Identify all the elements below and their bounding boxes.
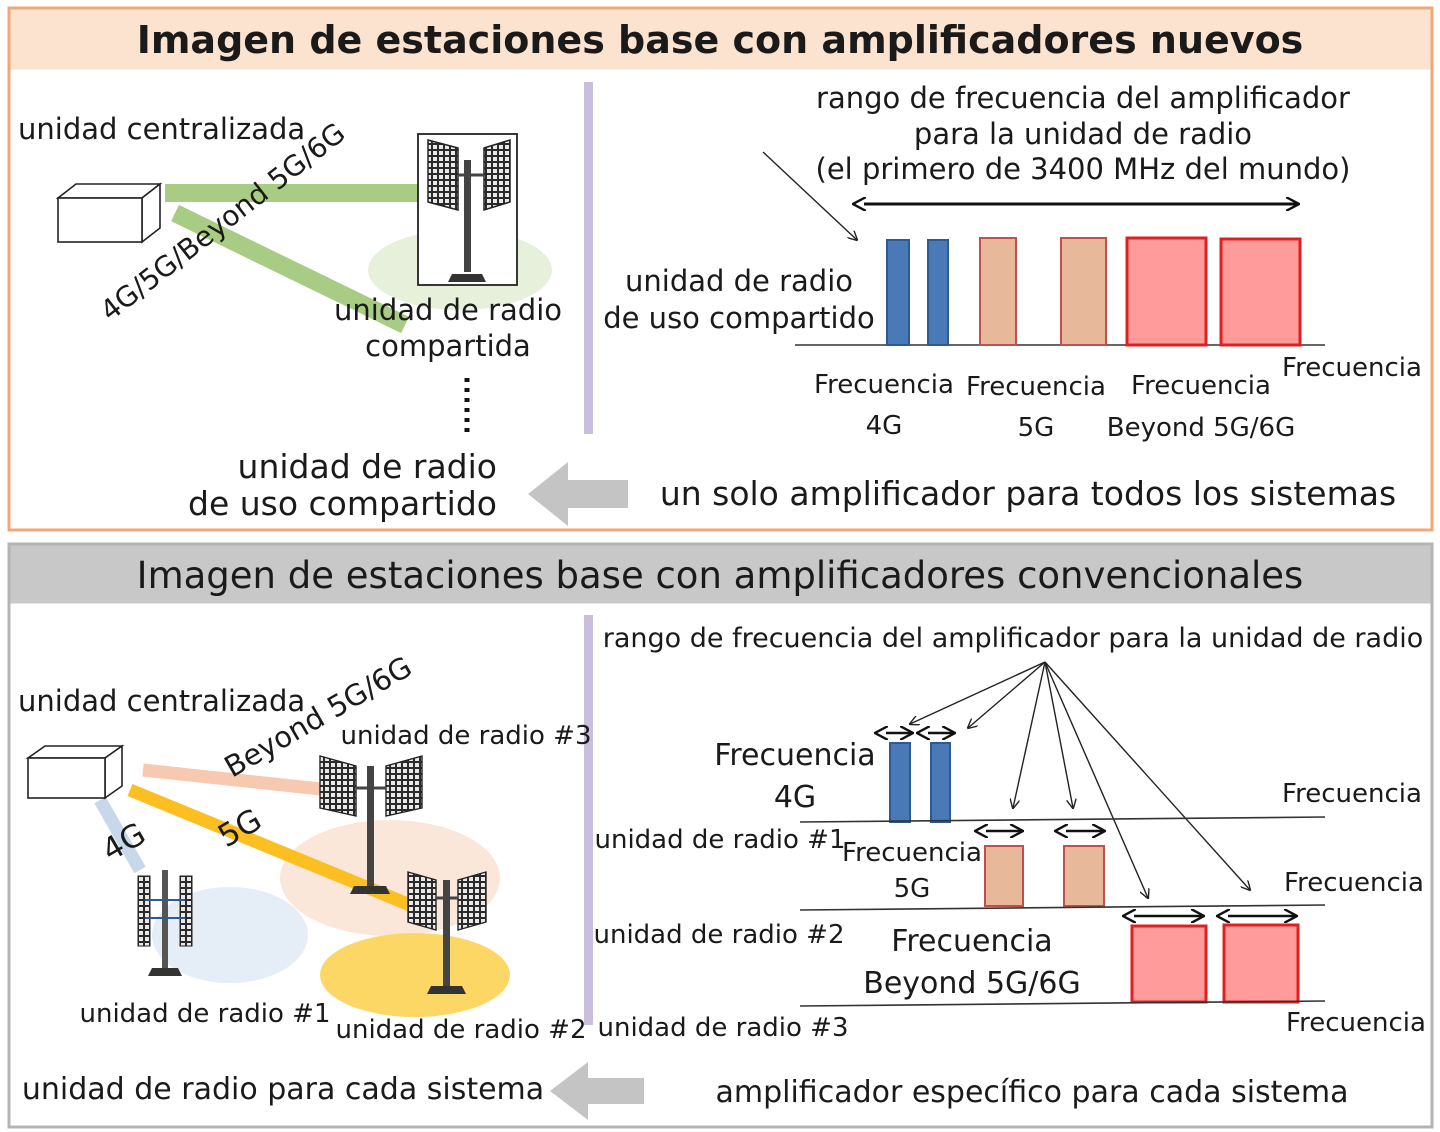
bottom-panel-title: Imagen de estaciones base con amplificad… xyxy=(137,554,1304,597)
bottom-band-5g-a xyxy=(984,845,1024,907)
bottom-cu-box-icon xyxy=(25,744,125,800)
top-bottom-left-2: de uso compartido xyxy=(188,484,497,523)
row3-frequency-axis xyxy=(799,1000,1326,1007)
bottom-divider xyxy=(584,615,593,1025)
top-band-b5g-label-2: Beyond 5G/6G xyxy=(1107,413,1296,443)
radio-unit-3-icon xyxy=(319,755,423,894)
bottom-panel: Imagen de estaciones base con amplificad… xyxy=(7,542,1434,1129)
bottom-band-4g-b xyxy=(930,742,951,823)
row2-unit-label: unidad de radio #2 xyxy=(594,920,845,950)
top-band-5g-label-1: Frecuencia xyxy=(966,372,1106,402)
row3-axis-label: Frecuencia xyxy=(1286,1008,1426,1038)
top-band-4g-label-2: 4G xyxy=(866,411,903,441)
top-panel-header xyxy=(10,9,1431,70)
bottom-band-b5g-b xyxy=(1222,923,1300,1004)
top-panel: Imagen de estaciones base con amplificad… xyxy=(7,6,1434,532)
bottom-band-b5g-a xyxy=(1130,924,1208,1004)
radio-unit-1-icon xyxy=(137,870,193,976)
top-band-b5g-b xyxy=(1219,237,1302,347)
bottom-panel-header xyxy=(10,545,1431,604)
top-gray-arrow xyxy=(528,462,628,526)
top-axis-label: Frecuencia xyxy=(1282,353,1422,383)
top-range-line2: para la unidad de radio xyxy=(914,117,1252,151)
bottom-band-5g-label-1: Frecuencia xyxy=(842,838,982,868)
bottom-bottom-left: unidad de radio para cada sistema xyxy=(22,1072,544,1107)
cu-box-icon xyxy=(55,182,163,244)
bottom-band-4g-label-2: 4G xyxy=(774,780,816,815)
top-band-5g-a xyxy=(979,237,1017,346)
link-b5g-beam xyxy=(142,763,331,797)
top-pointer-arrow xyxy=(762,151,857,240)
row3-unit-label: unidad de radio #3 xyxy=(598,1013,849,1043)
link-4g-beam xyxy=(94,796,146,874)
bottom-ru3-label: unidad de radio #3 xyxy=(341,721,592,751)
bottom-band-b5g-label-2: Beyond 5G/6G xyxy=(863,966,1081,1001)
top-ru-label-1: unidad de radio xyxy=(334,293,562,327)
bottom-band-b5g-label-1: Frecuencia xyxy=(891,924,1052,959)
top-shared-ru-1: unidad de radio xyxy=(625,264,853,298)
range-pointer-arrows xyxy=(910,661,1250,898)
radio-unit-2-icon xyxy=(407,871,487,994)
top-band-5g-b xyxy=(1060,237,1107,346)
top-range-line3: (el primero de 3400 MHz del mundo) xyxy=(816,152,1351,186)
bottom-band-4g-label-1: Frecuencia xyxy=(714,738,875,773)
shared-radio-unit-icon xyxy=(417,133,518,286)
bottom-band-5g-label-2: 5G xyxy=(894,874,931,904)
row1-frequency-axis xyxy=(799,816,1326,823)
row2-frequency-axis xyxy=(799,904,1326,911)
row1-unit-label: unidad de radio #1 xyxy=(595,825,846,855)
top-range-line1: rango de frecuencia del amplificador xyxy=(816,81,1350,115)
top-bottom-right: un solo amplificador para todos los sist… xyxy=(660,474,1396,513)
bottom-bottom-right: amplificador específico para cada sistem… xyxy=(715,1075,1348,1110)
bottom-gray-arrow xyxy=(550,1062,644,1120)
bottom-band-5g-b xyxy=(1063,845,1105,907)
link-5g-beam xyxy=(127,783,413,912)
bottom-ru2-label: unidad de radio #2 xyxy=(336,1015,587,1045)
row1-axis-label: Frecuencia xyxy=(1282,779,1422,809)
bottom-cu-label: unidad centralizada xyxy=(18,684,305,718)
bottom-range-label: rango de frecuencia del amplificador par… xyxy=(603,623,1423,654)
top-band-b5g-label-1: Frecuencia xyxy=(1131,371,1271,401)
top-ru-label-2: compartida xyxy=(365,329,531,363)
top-band-4g-label-1: Frecuencia xyxy=(814,370,954,400)
top-bottom-left-1: unidad de radio xyxy=(238,447,497,486)
top-band-4g-b xyxy=(927,239,949,346)
top-cu-label: unidad centralizada xyxy=(18,112,305,146)
row2-axis-label: Frecuencia xyxy=(1284,868,1424,898)
coverage-b5g-area xyxy=(320,933,510,1017)
link-beam-lower xyxy=(171,204,409,334)
top-shared-ru-2: de uso compartido xyxy=(603,301,875,335)
top-divider xyxy=(584,82,593,434)
top-panel-title: Imagen de estaciones base con amplificad… xyxy=(137,18,1304,62)
bottom-ru1-label: unidad de radio #1 xyxy=(80,999,331,1029)
top-band-4g-a xyxy=(886,239,910,346)
top-band-5g-label-2: 5G xyxy=(1018,413,1055,443)
top-band-b5g-a xyxy=(1125,236,1208,347)
bottom-band-4g-a xyxy=(889,742,911,823)
